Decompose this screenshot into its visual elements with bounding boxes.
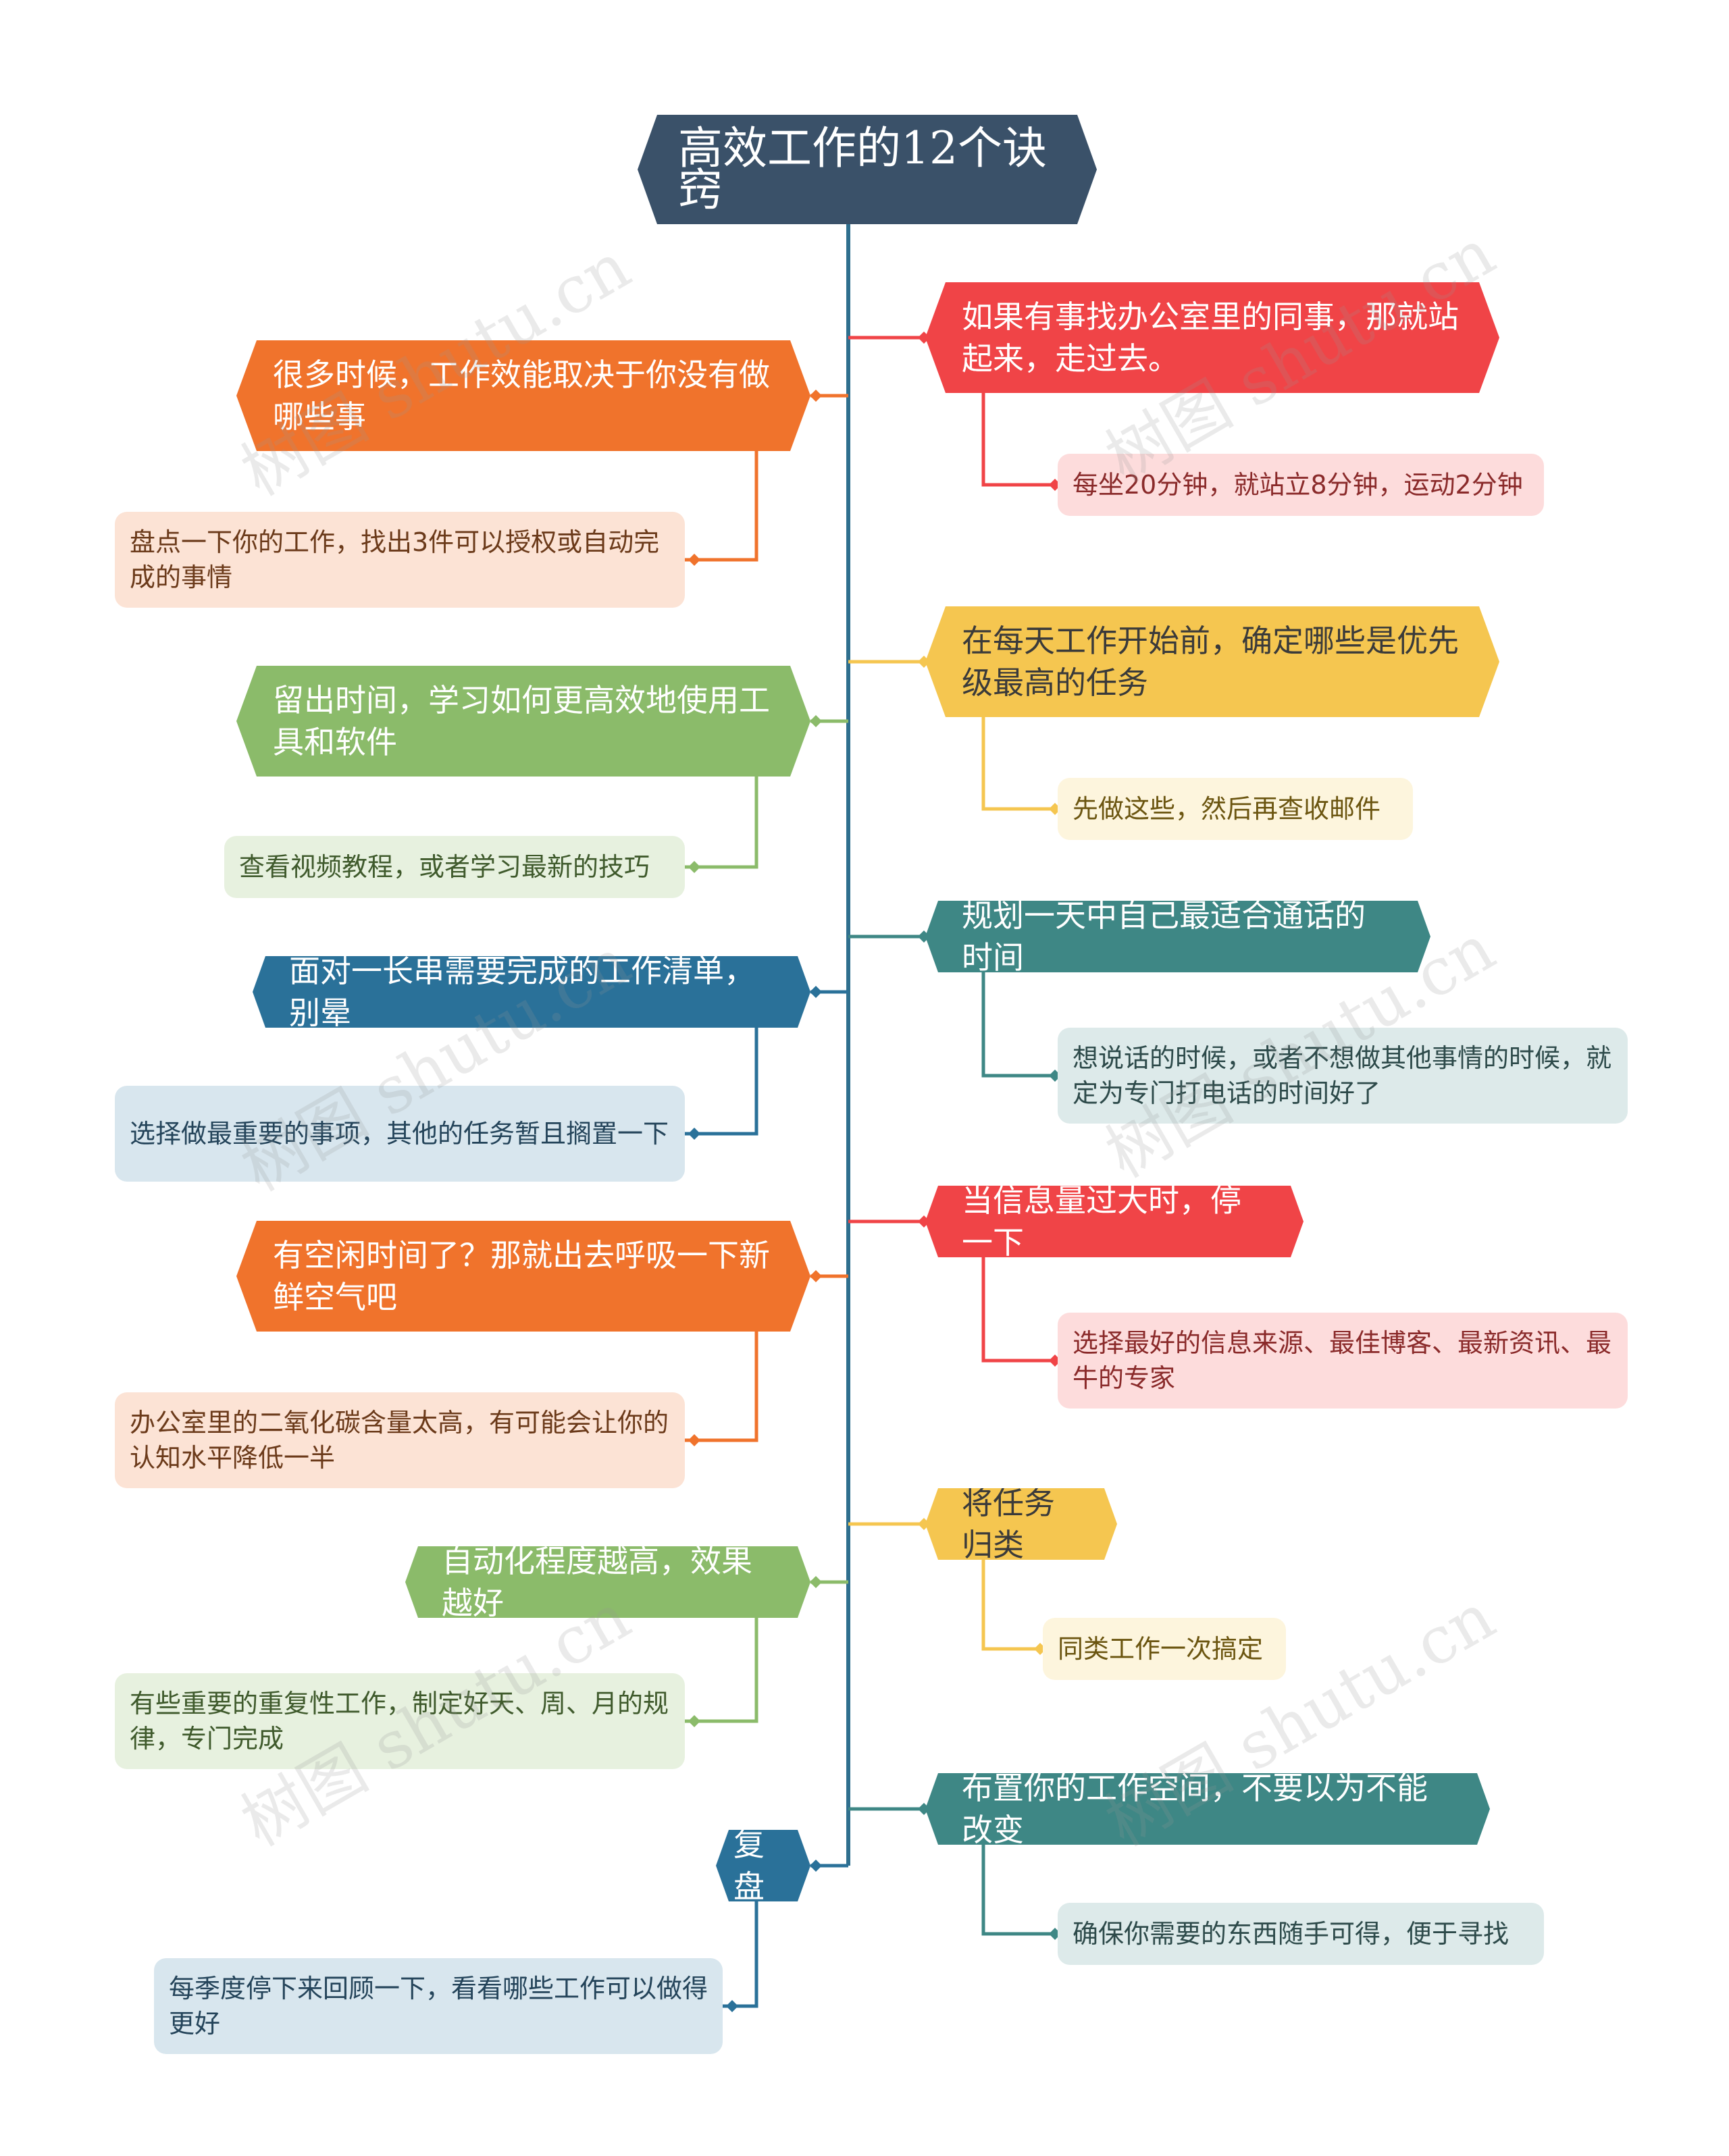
branch-topic-label: 复盘 bbox=[733, 1826, 765, 1905]
branch-topic-label: 如果有事找办公室里的同事，那就站起来，走过去。 bbox=[962, 298, 1459, 377]
branch-topic-categorize[interactable]: 将任务归类 bbox=[925, 1488, 1117, 1560]
branch-note-label: 办公室里的二氧化碳含量太高，有可能会让你的认知水平降低一半 bbox=[130, 1408, 669, 1473]
connector-diamond bbox=[688, 554, 700, 566]
branch-note-learn-tools[interactable]: 查看视频教程，或者学习最新的技巧 bbox=[224, 836, 685, 898]
branch-topic-workspace[interactable]: 布置你的工作空间，不要以为不能改变 bbox=[925, 1773, 1490, 1845]
note-connector bbox=[685, 1332, 758, 1442]
connector-diamond bbox=[810, 986, 822, 998]
connector-diamond bbox=[810, 390, 822, 402]
branch-note-priority[interactable]: 先做这些，然后再查收邮件 bbox=[1058, 778, 1413, 840]
note-connector bbox=[723, 1901, 758, 2008]
branch-topic-label: 留出时间，学习如何更高效地使用工具和软件 bbox=[273, 682, 770, 760]
branch-topic-label: 将任务归类 bbox=[962, 1485, 1055, 1563]
note-connector bbox=[981, 1257, 1058, 1363]
branch-note-review[interactable]: 每季度停下来回顾一下，看看哪些工作可以做得更好 bbox=[154, 1958, 723, 2054]
branch-topic-call-time[interactable]: 规划一天中自己最适合通话的时间 bbox=[925, 901, 1430, 972]
branch-note-categorize[interactable]: 同类工作一次搞定 bbox=[1043, 1618, 1286, 1680]
branch-note-label: 选择做最重要的事项，其他的任务暂且搁置一下 bbox=[130, 1119, 669, 1149]
branch-topic-label: 布置你的工作空间，不要以为不能改变 bbox=[962, 1770, 1428, 1848]
note-connector bbox=[981, 393, 1058, 487]
branch-note-label: 每坐20分钟，就站立8分钟，运动2分钟 bbox=[1073, 470, 1523, 500]
branch-note-information-overload[interactable]: 选择最好的信息来源、最佳博客、最新资讯、最牛的专家 bbox=[1058, 1313, 1628, 1409]
note-connector bbox=[981, 717, 1058, 811]
branch-note-automation[interactable]: 有些重要的重复性工作，制定好天、周、月的规律，专门完成 bbox=[115, 1673, 685, 1769]
branch-topic-automation[interactable]: 自动化程度越高，效果越好 bbox=[405, 1546, 810, 1618]
note-connector bbox=[685, 777, 758, 869]
note-connector bbox=[981, 1560, 1043, 1651]
branch-topic-information-overload[interactable]: 当信息量过大时，停一下 bbox=[925, 1186, 1304, 1257]
branch-note-call-time[interactable]: 想说话的时候，或者不想做其他事情的时候，就定为专门打电话的时间好了 bbox=[1058, 1028, 1628, 1124]
connector-diamond bbox=[810, 715, 822, 727]
branch-topic-label: 当信息量过大时，停一下 bbox=[962, 1182, 1241, 1261]
branch-note-label: 想说话的时候，或者不想做其他事情的时候，就定为专门打电话的时间好了 bbox=[1073, 1043, 1612, 1108]
branch-topic-label: 很多时候，工作效能取决于你没有做哪些事 bbox=[273, 357, 770, 435]
branch-topic-fresh-air[interactable]: 有空闲时间了？那就出去呼吸一下新鲜空气吧 bbox=[236, 1221, 810, 1332]
note-connector bbox=[685, 1028, 758, 1136]
branch-note-fresh-air[interactable]: 办公室里的二氧化碳含量太高，有可能会让你的认知水平降低一半 bbox=[115, 1392, 685, 1488]
central-topic-title: 高效工作的12个诀窍 bbox=[678, 122, 1047, 216]
branch-note-label: 同类工作一次搞定 bbox=[1058, 1634, 1264, 1664]
branch-topic-what-not-to-do[interactable]: 很多时候，工作效能取决于你没有做哪些事 bbox=[236, 340, 810, 451]
branch-topic-label: 自动化程度越高，效果越好 bbox=[442, 1543, 752, 1621]
branch-topic-stand-up[interactable]: 如果有事找办公室里的同事，那就站起来，走过去。 bbox=[925, 282, 1499, 393]
connector-diamond bbox=[688, 1434, 700, 1446]
branch-note-label: 有些重要的重复性工作，制定好天、周、月的规律，专门完成 bbox=[130, 1689, 669, 1754]
connector-diamond bbox=[810, 1860, 822, 1872]
branch-note-label: 每季度停下来回顾一下，看看哪些工作可以做得更好 bbox=[169, 1974, 708, 2039]
note-connector bbox=[685, 451, 758, 562]
branch-topic-label: 规划一天中自己最适合通话的时间 bbox=[962, 897, 1366, 976]
branch-topic-label: 面对一长串需要完成的工作清单，别晕 bbox=[289, 953, 755, 1031]
connector-diamond bbox=[810, 1270, 822, 1282]
branch-topic-long-list[interactable]: 面对一长串需要完成的工作清单，别晕 bbox=[253, 956, 810, 1028]
note-connector bbox=[685, 1618, 758, 1723]
branch-note-what-not-to-do[interactable]: 盘点一下你的工作，找出3件可以授权或自动完成的事情 bbox=[115, 512, 685, 608]
branch-topic-learn-tools[interactable]: 留出时间，学习如何更高效地使用工具和软件 bbox=[236, 666, 810, 777]
branch-note-label: 先做这些，然后再查收邮件 bbox=[1073, 794, 1381, 824]
connector-diamond bbox=[688, 861, 700, 873]
branch-topic-label: 有空闲时间了？那就出去呼吸一下新鲜空气吧 bbox=[273, 1237, 770, 1315]
connector-diamond bbox=[688, 1715, 700, 1727]
branch-topic-label: 在每天工作开始前，确定哪些是优先级最高的任务 bbox=[962, 623, 1459, 701]
branch-note-workspace[interactable]: 确保你需要的东西随手可得，便于寻找 bbox=[1058, 1903, 1544, 1965]
branch-note-stand-up[interactable]: 每坐20分钟，就站立8分钟，运动2分钟 bbox=[1058, 454, 1544, 516]
branch-note-label: 选择最好的信息来源、最佳博客、最新资讯、最牛的专家 bbox=[1073, 1328, 1612, 1393]
connector-diamond bbox=[810, 1576, 822, 1588]
branch-topic-review[interactable]: 复盘 bbox=[716, 1830, 810, 1901]
connector-diamond bbox=[688, 1128, 700, 1140]
note-connector bbox=[981, 972, 1058, 1078]
branch-note-long-list[interactable]: 选择做最重要的事项，其他的任务暂且搁置一下 bbox=[115, 1086, 685, 1182]
branch-note-label: 查看视频教程，或者学习最新的技巧 bbox=[239, 852, 650, 882]
connector-diamond bbox=[726, 2000, 738, 2012]
branch-note-label: 确保你需要的东西随手可得，便于寻找 bbox=[1073, 1919, 1509, 1949]
branch-note-label: 盘点一下你的工作，找出3件可以授权或自动完成的事情 bbox=[130, 527, 660, 592]
central-topic[interactable]: 高效工作的12个诀窍 bbox=[638, 115, 1097, 224]
branch-topic-priority[interactable]: 在每天工作开始前，确定哪些是优先级最高的任务 bbox=[925, 606, 1499, 717]
note-connector bbox=[981, 1845, 1058, 1936]
